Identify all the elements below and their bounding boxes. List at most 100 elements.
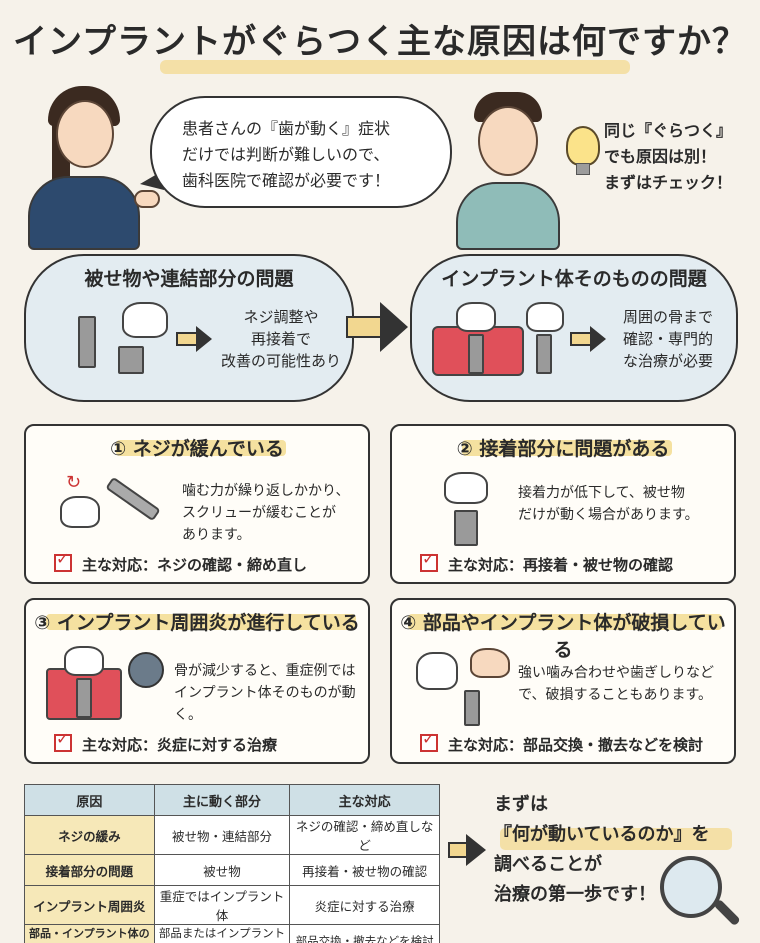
sad-bacteria-icon bbox=[128, 652, 164, 688]
cloud-right-text: 周囲の骨まで 確認・専門的 な治療が必要 bbox=[606, 306, 730, 372]
card-title: ③ インプラント周囲炎が進行している bbox=[34, 612, 360, 634]
table-row: ネジの緩み 被せ物・連結部分 ネジの確認・締め直しなど bbox=[24, 815, 440, 855]
broken-implant-icon bbox=[536, 334, 552, 374]
crown-icon bbox=[122, 302, 168, 338]
muscle-arm-icon bbox=[470, 648, 510, 678]
card-desc-line: で、破損することもあります。 bbox=[518, 687, 713, 703]
checkmark-icon: ✓ bbox=[422, 729, 436, 748]
implant-crown-icon bbox=[456, 302, 496, 332]
small-arrow-icon bbox=[196, 326, 212, 352]
broken-implant-icon bbox=[464, 690, 480, 726]
implant-screw-icon bbox=[76, 678, 92, 718]
checkmark-icon: ✓ bbox=[56, 549, 70, 568]
speech-line: 患者さんの『歯が動く』症状 bbox=[182, 119, 391, 138]
card-description: 骨が減少すると、重症例では インプラント体そのものが動く。 bbox=[174, 660, 368, 726]
cloud-left-title: 被せ物や連結部分の問題 bbox=[84, 268, 294, 290]
crown-icon bbox=[444, 472, 488, 504]
card-desc-line: あります。 bbox=[182, 527, 251, 543]
final-line: まずは bbox=[494, 794, 548, 815]
cracked-crown-icon bbox=[526, 302, 564, 332]
abutment-icon bbox=[454, 510, 478, 546]
tooth-icon bbox=[60, 496, 100, 528]
card-title-highlight bbox=[116, 440, 286, 456]
check-icon bbox=[420, 734, 438, 752]
card-title: ④ 部品やインプラント体が破損している bbox=[400, 612, 726, 661]
abutment-icon bbox=[118, 346, 144, 374]
card-desc-line: 強い噛み合わせや歯ぎしりなど bbox=[518, 665, 714, 681]
speech-line: だけでは判断が難しいので、 bbox=[182, 145, 390, 164]
patient-face bbox=[478, 106, 538, 176]
card-response: 主な対応：炎症に対する治療 bbox=[82, 736, 278, 754]
summary-table: 原因 主に動く部分 主な対応 ネジの緩み 被せ物・連結部分 ネジの確認・締め直し… bbox=[24, 784, 440, 943]
bulb-callout: 同じ『ぐらつく』 でも原因は別！ まずはチェック！ bbox=[604, 118, 732, 196]
page-title: インプラントがぐらつく主な原因は何ですか？ bbox=[13, 22, 747, 62]
card-desc-line: 接着力が低下して、被せ物 bbox=[518, 485, 685, 501]
cloud-left-line: ネジ調整や bbox=[243, 308, 319, 326]
cloud-right-line: 周囲の骨まで bbox=[622, 308, 713, 326]
big-arrow-shaft bbox=[346, 316, 382, 338]
title-highlight bbox=[160, 60, 630, 74]
checkmark-icon: ✓ bbox=[56, 729, 70, 748]
big-arrow-icon bbox=[380, 302, 408, 352]
table-row: 部品・インプラント体の破損 部品またはインプラント体 部品交換・撤去などを検討 bbox=[24, 924, 440, 943]
card-response: 主な対応：ネジの確認・締め直し bbox=[82, 556, 308, 574]
cause-card-cement-issue: ② 接着部分に問題がある 接着力が低下して、被せ物 だけが動く場合があります。 … bbox=[390, 424, 736, 584]
card-desc-line: だけが動く場合があります。 bbox=[518, 507, 699, 523]
check-icon bbox=[54, 554, 72, 572]
table-cell: 被せ物 bbox=[153, 854, 291, 886]
cause-card-fracture: ④ 部品やインプラント体が破損している 強い噛み合わせや歯ぎしりなど で、破損す… bbox=[390, 598, 736, 764]
table-header: 主な対応 bbox=[289, 784, 440, 816]
table-cell: ネジの緩み bbox=[24, 815, 155, 855]
table-row: インプラント周囲炎 重症ではインプラント体 炎症に対する治療 bbox=[24, 885, 440, 925]
table-row: 接着部分の問題 被せ物 再接着・被せ物の確認 bbox=[24, 854, 440, 886]
cracked-crown-icon bbox=[416, 652, 458, 690]
table-cell: ネジの確認・締め直しなど bbox=[289, 815, 440, 855]
check-icon bbox=[420, 554, 438, 572]
card-response: 主な対応：再接着・被せ物の確認 bbox=[448, 556, 674, 574]
small-arrow-icon bbox=[590, 326, 606, 352]
dentist-face bbox=[56, 100, 114, 168]
small-arrow-shaft bbox=[570, 332, 592, 346]
dentist-scrubs bbox=[28, 176, 140, 250]
cloud-left-line: 再接着で bbox=[250, 330, 311, 348]
table-cell: 接着部分の問題 bbox=[24, 854, 155, 886]
table-cell: 被せ物・連結部分 bbox=[153, 815, 291, 855]
table-header-row: 原因 主に動く部分 主な対応 bbox=[24, 784, 440, 816]
speech-bubble: 患者さんの『歯が動く』症状 だけでは判断が難しいので、 歯科医院で確認が必要です… bbox=[150, 96, 452, 208]
speech-line: 歯科医院で確認が必要です！ bbox=[182, 171, 391, 190]
card-title-highlight bbox=[46, 614, 356, 630]
table-cell: 部品交換・撤去などを検討 bbox=[289, 924, 440, 943]
card-title: ② 接着部分に問題がある bbox=[456, 438, 670, 460]
card-title-highlight bbox=[462, 440, 672, 456]
bulb-line: 同じ『ぐらつく』 bbox=[604, 121, 733, 140]
final-message: まずは 『何が動いているのか』を 調べることが 治療の第一歩です！ bbox=[494, 790, 709, 910]
final-line: 調べることが bbox=[494, 854, 602, 875]
cloud-right-line: な治療が必要 bbox=[622, 352, 713, 370]
table-cell: インプラント周囲炎 bbox=[24, 885, 155, 925]
bulb-line: まずはチェック！ bbox=[604, 173, 733, 192]
cause-card-peri-implantitis: ③ インプラント周囲炎が進行している 骨が減少すると、重症例では インプラント体… bbox=[24, 598, 370, 764]
final-line: 治療の第一歩です！ bbox=[494, 884, 656, 905]
cloud-right-title: インプラント体そのものの問題 bbox=[441, 268, 707, 290]
lightbulb-base-icon bbox=[576, 163, 590, 175]
card-response: 主な対応：部品交換・撤去などを検討 bbox=[448, 736, 704, 754]
checkmark-icon: ✓ bbox=[422, 549, 436, 568]
card-title: ① ネジが緩んでいる bbox=[110, 438, 284, 460]
final-highlight bbox=[500, 828, 732, 850]
patient-shirt bbox=[456, 182, 560, 250]
cloud-right-line: 確認・専門的 bbox=[622, 330, 713, 348]
table-header: 原因 bbox=[24, 784, 155, 816]
card-desc-line: インプラント体そのものが動く。 bbox=[174, 685, 356, 723]
check-icon bbox=[54, 734, 72, 752]
wrench-icon bbox=[105, 476, 161, 522]
table-cell: 炎症に対する治療 bbox=[289, 885, 440, 925]
cause-card-screw-loose: ① ネジが緩んでいる ↻ 噛む力が繰り返しかかり、 スクリューが緩むことが あり… bbox=[24, 424, 370, 584]
card-desc-line: 骨が減少すると、重症例では bbox=[174, 663, 356, 679]
cloud-left-text: ネジ調整や 再接着で 改善の可能性あり bbox=[216, 306, 346, 372]
final-line: 『何が動いているのか』を bbox=[494, 824, 710, 845]
card-desc-line: 噛む力が繰り返しかかり、 bbox=[182, 483, 350, 499]
table-cell: 部品またはインプラント体 bbox=[153, 924, 291, 943]
table-cell: 重症ではインプラント体 bbox=[153, 885, 291, 925]
lightbulb-icon bbox=[566, 126, 600, 166]
final-arrow-shaft bbox=[448, 842, 468, 858]
